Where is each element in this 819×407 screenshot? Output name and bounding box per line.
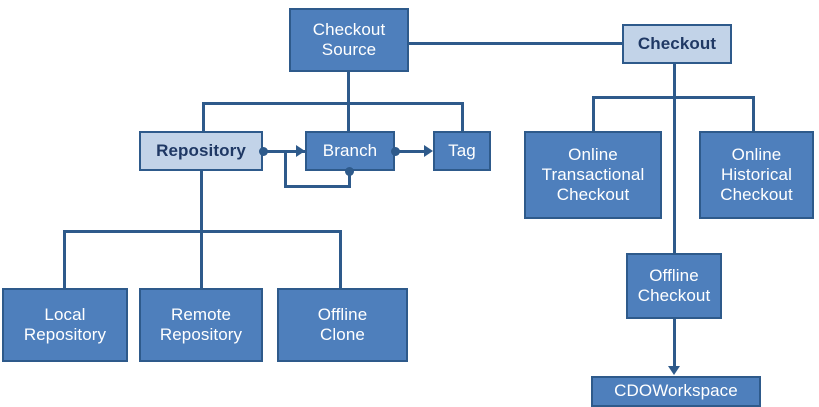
arrowhead-branch-to-tag — [424, 145, 433, 157]
edge-source-bus-to-tag — [461, 102, 464, 133]
node-tag[interactable]: Tag — [433, 131, 491, 171]
node-checkout-source[interactable]: Checkout Source — [289, 8, 409, 72]
edge-branch-loop-down — [348, 171, 351, 188]
node-tag-label: Tag — [448, 140, 476, 160]
edge-checkout-bus-to-online-historical — [752, 96, 755, 133]
node-offline-checkout-label: Offline Checkout — [637, 265, 711, 305]
node-online-transactional-checkout-label: Online Transactional Checkout — [541, 144, 645, 205]
edge-repository-bus-to-remote — [200, 230, 203, 289]
edge-checkout-source-to-checkout — [409, 42, 622, 45]
node-offline-clone[interactable]: Offline Clone — [277, 288, 408, 362]
arrowhead-repository-to-branch — [296, 145, 305, 157]
node-local-repository-label: Local Repository — [23, 304, 107, 344]
node-remote-repository[interactable]: Remote Repository — [139, 288, 263, 362]
node-local-repository[interactable]: Local Repository — [2, 288, 128, 362]
arrowhead-offline-checkout-to-cdo-workspace — [668, 366, 680, 375]
edge-branch-loop-up — [284, 150, 287, 188]
node-branch-label: Branch — [322, 140, 378, 160]
edge-checkout-bus — [592, 96, 754, 99]
edge-repository-bus-to-offline-clone — [339, 230, 342, 289]
node-repository[interactable]: Repository — [139, 131, 263, 171]
node-online-transactional-checkout[interactable]: Online Transactional Checkout — [524, 131, 662, 219]
edge-branch-to-tag — [395, 150, 425, 153]
node-checkout-source-label: Checkout Source — [312, 19, 386, 59]
connector-dot-repository-right — [259, 147, 268, 156]
node-offline-clone-label: Offline Clone — [317, 304, 368, 344]
edge-checkout-stem — [673, 64, 676, 254]
node-repository-label: Repository — [156, 140, 246, 160]
edge-offline-checkout-to-cdo-workspace — [673, 319, 676, 369]
node-cdo-workspace[interactable]: CDOWorkspace — [591, 376, 761, 407]
node-offline-checkout[interactable]: Offline Checkout — [626, 253, 722, 319]
node-remote-repository-label: Remote Repository — [159, 304, 243, 344]
node-online-historical-checkout[interactable]: Online Historical Checkout — [699, 131, 814, 219]
edge-source-bus-to-branch — [347, 102, 350, 133]
edge-repository-bus-to-local — [63, 230, 66, 289]
node-checkout[interactable]: Checkout — [622, 24, 732, 64]
edge-source-bus-to-repository — [202, 102, 205, 133]
edge-repository-stem — [200, 171, 203, 233]
node-cdo-workspace-label: CDOWorkspace — [614, 381, 738, 401]
connector-dot-branch-bottom — [345, 167, 354, 176]
node-checkout-label: Checkout — [637, 33, 717, 53]
node-branch[interactable]: Branch — [305, 131, 395, 171]
edge-checkout-source-stem — [347, 72, 350, 105]
connector-dot-branch-right — [391, 147, 400, 156]
edge-branch-loop-bottom — [284, 185, 351, 188]
edge-checkout-bus-to-online-transactional — [592, 96, 595, 133]
node-online-historical-checkout-label: Online Historical Checkout — [720, 144, 793, 205]
edge-source-bus — [202, 102, 464, 105]
